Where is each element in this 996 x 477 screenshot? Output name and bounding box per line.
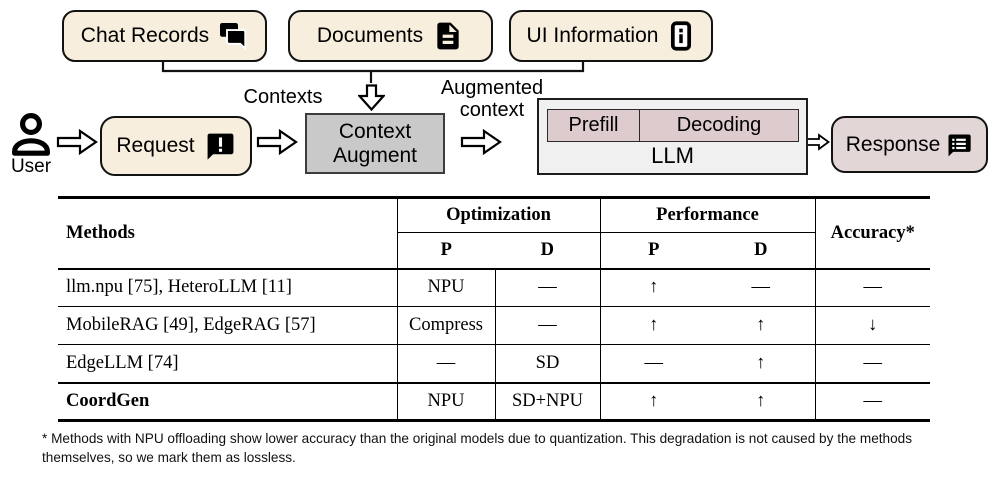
chat-records-label: Chat Records: [80, 24, 210, 47]
subcol-perf-d: D: [707, 232, 815, 270]
exclamation-chat-icon: [207, 133, 234, 160]
subcol-opt-d: D: [495, 232, 600, 270]
llm-box: Prefill Decoding LLM: [537, 98, 808, 175]
right-block-arrow-icon: [56, 128, 98, 156]
comparison-table: Methods Optimization Performance Accurac…: [58, 196, 930, 422]
table-row-coordgen: CoordGen NPU SD+NPU ↑ ↑ —: [58, 382, 930, 422]
table-row: MobileRAG [49], EdgeRAG [57] Compress — …: [58, 306, 930, 345]
decoding-stage: Decoding: [676, 114, 762, 136]
down-block-arrow-icon: [358, 84, 385, 111]
right-block-arrow-icon: [256, 128, 298, 156]
prefill-stage: Prefill: [548, 110, 640, 141]
request-label: Request: [116, 134, 195, 157]
ui-information-box: UI Information: [509, 10, 713, 62]
phone-info-icon: [671, 21, 692, 51]
chat-bubbles-icon: [220, 23, 247, 51]
context-augment-box: Context Augment: [305, 113, 445, 174]
ui-information-label: UI Information: [526, 24, 659, 47]
user-label: User: [10, 156, 52, 177]
document-icon: [437, 22, 459, 50]
table-row: llm.npu [75], HeteroLLM [11] NPU — ↑ — —: [58, 268, 930, 307]
user-icon: [12, 113, 50, 156]
table-footnote: * Methods with NPU offloading show lower…: [42, 431, 913, 465]
augmented-context-label: Augmented context: [440, 77, 544, 121]
user-figure: User: [4, 112, 58, 178]
right-block-arrow-icon: [460, 128, 502, 156]
col-header-performance: Performance: [599, 197, 815, 233]
col-header-accuracy: Accuracy*: [814, 197, 930, 270]
response-label: Response: [845, 132, 941, 156]
chat-records-box: Chat Records: [62, 10, 267, 62]
subcol-opt-p: P: [396, 232, 495, 270]
col-header-methods: Methods: [58, 197, 397, 270]
llm-label: LLM: [651, 143, 694, 168]
table-header-row-groups: Methods Optimization Performance Accurac…: [58, 197, 930, 270]
table-header-row-pd: P D P D: [58, 232, 930, 270]
request-box: Request: [100, 116, 252, 176]
documents-label: Documents: [316, 24, 424, 47]
response-box: Response: [831, 116, 988, 173]
table-row: EdgeLLM [74] — SD — ↑ —: [58, 344, 930, 384]
llm-stage-bar: Prefill Decoding: [547, 109, 799, 142]
contexts-label: Contexts: [243, 86, 323, 108]
documents-box: Documents: [288, 10, 493, 62]
small-right-block-arrow-icon: [806, 133, 830, 151]
response-list-chat-icon: [948, 134, 971, 156]
col-header-optimization: Optimization: [396, 197, 600, 233]
subcol-perf-p: P: [599, 232, 707, 270]
